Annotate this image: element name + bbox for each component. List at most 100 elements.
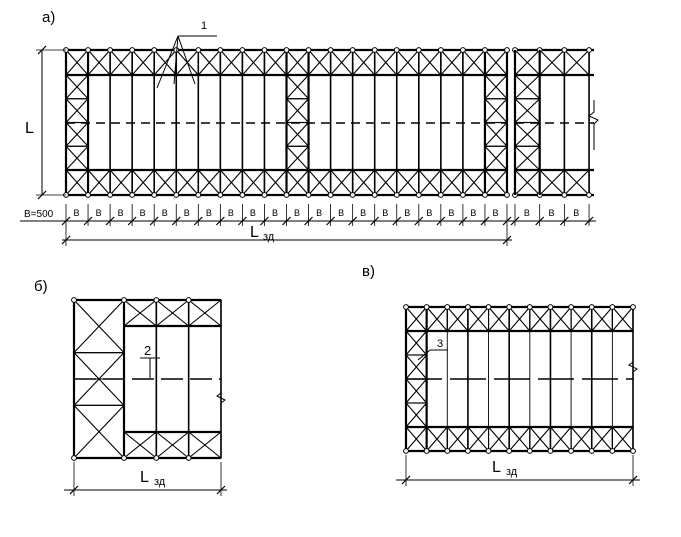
dim-tick — [628, 475, 638, 485]
bottom-brace-cell-diag — [352, 169, 376, 196]
node — [71, 297, 77, 303]
bay-label: B — [250, 208, 256, 218]
bottom-brace-cell-diag — [374, 169, 398, 196]
node — [151, 192, 158, 198]
vertical-brace-cell-diag — [286, 145, 309, 171]
node — [609, 304, 616, 310]
node — [586, 192, 592, 198]
node — [393, 47, 400, 53]
dim-tick — [216, 485, 226, 495]
top-brace-cell-diag — [484, 49, 508, 76]
dim-tick — [127, 216, 137, 226]
node — [444, 304, 451, 310]
node — [415, 47, 422, 53]
extra-vertical-brace-cell-diag — [514, 74, 541, 100]
dim-tick — [260, 216, 269, 226]
node — [151, 47, 158, 53]
node — [185, 455, 192, 461]
end-brace-cell-diag — [405, 378, 428, 404]
top-brace-cell-diag — [241, 49, 265, 76]
callout-1-leader — [156, 35, 179, 89]
bottom-brace-cell-diag — [155, 431, 190, 459]
node — [129, 192, 136, 198]
node — [393, 192, 400, 198]
length-label-b-main: L — [140, 469, 149, 486]
extra-top-brace-cell-diag — [563, 49, 590, 76]
bay-label: B — [272, 208, 278, 218]
node — [153, 297, 160, 303]
bottom-brace-cell-diag — [308, 169, 332, 196]
bottom-brace-cell-diag — [467, 426, 489, 452]
node — [305, 47, 312, 53]
top-brace-cell-diag — [123, 299, 157, 327]
vertical-brace-cell-diag — [286, 98, 309, 123]
vertical-brace-cell-diag — [65, 74, 89, 100]
dim-tick — [83, 216, 93, 226]
vertical-brace-cell-diag — [65, 98, 89, 123]
dim-tick — [348, 216, 358, 226]
node — [403, 304, 409, 310]
callout-1-leader — [173, 35, 179, 85]
node — [609, 448, 616, 454]
bay-label: B — [228, 208, 234, 218]
bottom-brace-cell-diag — [508, 426, 531, 452]
dim-tick — [370, 216, 380, 226]
vertical-brace-cell-diag — [484, 74, 508, 100]
top-brace-cell-diag — [87, 49, 111, 76]
top-brace-cell-diag — [286, 49, 309, 76]
node — [561, 47, 568, 53]
length-dimension-label-c: L зд — [492, 459, 518, 478]
dim-tick — [304, 216, 313, 226]
dim-tick — [392, 216, 402, 226]
top-brace-cell-diag — [611, 306, 634, 332]
length-label-a-main: L — [250, 224, 259, 241]
bottom-brace-cell-diag — [87, 169, 111, 196]
vertical-brace-cell-diag — [286, 122, 309, 147]
dim-tick — [69, 485, 79, 495]
dim-tick — [61, 235, 71, 245]
node — [423, 304, 430, 310]
bay-label: B — [448, 208, 454, 218]
bottom-brace-cell-diag — [123, 431, 157, 459]
bottom-brace-cell-diag — [591, 426, 613, 452]
dim-tick — [215, 216, 225, 226]
bay-label: B — [470, 208, 476, 218]
node — [482, 47, 488, 53]
length-label-a-sub: зд — [263, 231, 275, 243]
node — [371, 47, 378, 53]
vertical-brace-cell-diag — [286, 74, 309, 100]
node — [107, 192, 113, 198]
node — [547, 304, 554, 310]
dim-tick — [171, 216, 181, 226]
top-brace-cell-diag — [197, 49, 221, 76]
bottom-brace-cell-diag — [65, 169, 89, 196]
top-brace-cell-diag — [374, 49, 398, 76]
node — [239, 192, 246, 198]
callout-3-leader — [417, 349, 431, 361]
panel-c-title: в) — [362, 263, 375, 280]
bottom-brace-cell-diag — [426, 426, 448, 452]
dim-tick — [502, 235, 512, 245]
top-brace-cell-diag — [330, 49, 354, 76]
bay-label: B — [184, 208, 190, 218]
dim-tick — [535, 216, 545, 226]
dim-tick — [458, 216, 468, 226]
bottom-brace-cell-diag — [440, 169, 464, 196]
node — [485, 448, 492, 454]
bottom-brace-cell-diag — [153, 169, 177, 196]
break-mark — [216, 385, 226, 430]
node — [195, 47, 202, 53]
bay-label: B — [426, 208, 432, 218]
top-brace-cell-diag — [440, 49, 464, 76]
node — [437, 192, 444, 198]
node — [371, 192, 378, 198]
node — [460, 47, 466, 53]
node — [327, 47, 334, 53]
node — [460, 192, 466, 198]
node — [327, 192, 334, 198]
bottom-brace-cell-diag — [175, 169, 199, 196]
bottom-brace-cell-diag — [219, 169, 243, 196]
bottom-brace-cell-diag — [550, 426, 572, 452]
node — [415, 192, 422, 198]
